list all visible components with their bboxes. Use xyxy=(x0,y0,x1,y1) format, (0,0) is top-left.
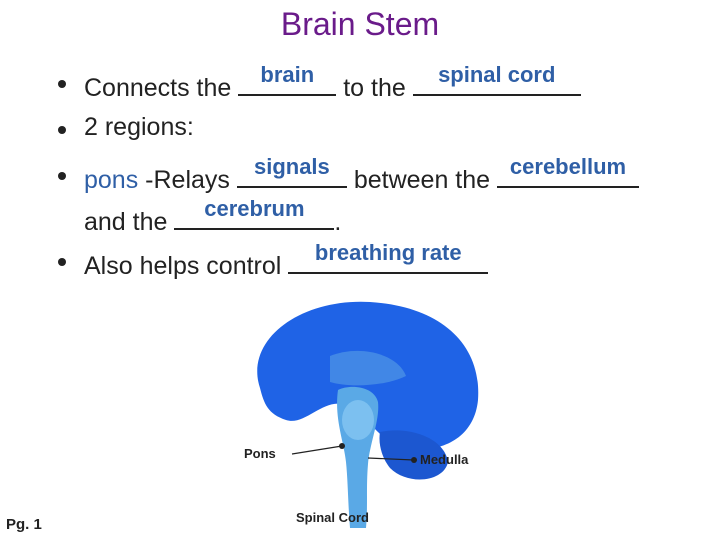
answer-brain: brain xyxy=(260,62,315,87)
brain-illustration xyxy=(257,301,479,528)
bullet-dot xyxy=(58,172,66,180)
answer-spinal-cord: spinal cord xyxy=(438,62,556,87)
blank-signals: signals xyxy=(236,154,347,188)
blank-brain: brain xyxy=(238,62,337,96)
bullet-breathing: Also helps control breathing rate xyxy=(84,240,489,281)
answer-cerebrum: cerebrum xyxy=(204,196,305,221)
bullet-text: between the xyxy=(353,166,491,194)
bullet-pons-cont: and the cerebrum. xyxy=(84,196,342,237)
bullet-text: -Relays xyxy=(145,166,230,194)
bullet-dot xyxy=(58,126,66,134)
label-spinal-cord: Spinal Cord xyxy=(296,510,369,525)
bullet-text: Also helps control xyxy=(84,252,282,280)
ventricle-shape xyxy=(330,350,406,386)
answer-cerebellum: cerebellum xyxy=(509,154,627,179)
blank-breathing-rate: breathing rate xyxy=(288,240,489,274)
answer-breathing-rate: breathing rate xyxy=(314,240,462,265)
bullet-list: Connects the brain to the spinal cord 2 … xyxy=(58,62,639,281)
bullet-text: and the xyxy=(84,208,168,236)
answer-signals: signals xyxy=(253,154,330,179)
bullet-dot xyxy=(58,80,66,88)
period: . xyxy=(334,208,342,236)
pons-term: pons xyxy=(84,166,139,194)
cerebellum-shape xyxy=(379,430,448,480)
bullet-dot xyxy=(58,258,66,266)
label-pons: Pons xyxy=(244,446,276,461)
bullet-regions: 2 regions: xyxy=(84,113,194,142)
bullet-text: Connects the xyxy=(84,74,232,102)
page-number: Pg. 1 xyxy=(6,516,42,533)
bullet-text: 2 regions: xyxy=(84,113,194,141)
bullet-pons: pons -Relays signals between the cerebel… xyxy=(84,154,639,195)
bullet-connects: Connects the brain to the spinal cord xyxy=(84,62,581,103)
brain-stem-diagram: Pons Medulla Spinal Cord xyxy=(230,292,510,532)
slide-title: Brain Stem xyxy=(280,6,440,42)
blank-spinal-cord: spinal cord xyxy=(412,62,581,96)
bullet-text: to the xyxy=(343,74,406,102)
pons-shape xyxy=(342,400,374,440)
blank-cerebrum: cerebrum xyxy=(174,196,335,230)
blank-cerebellum: cerebellum xyxy=(497,154,639,188)
label-medulla: Medulla xyxy=(420,452,469,467)
